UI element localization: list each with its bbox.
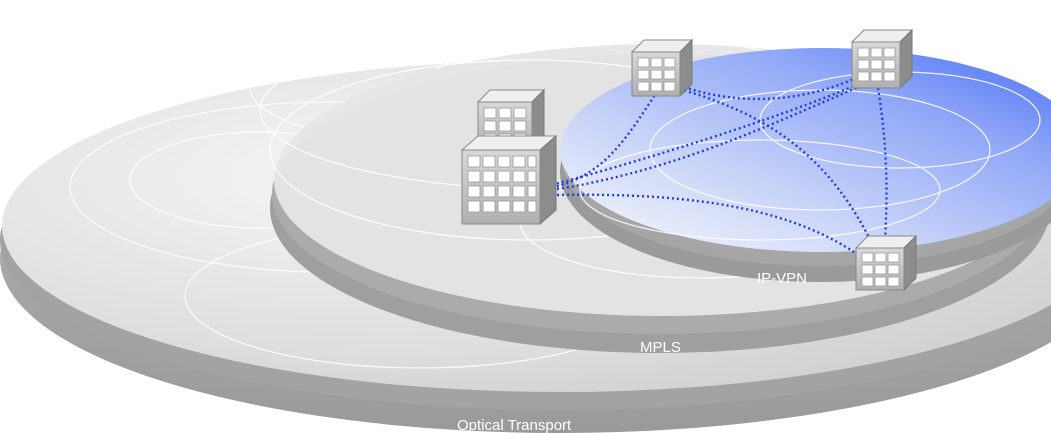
ipvpn-disk-top bbox=[560, 48, 1051, 252]
link-site-b-site-c bbox=[876, 87, 888, 257]
link-hq-site-b-2 bbox=[551, 78, 869, 187]
office-building-icon bbox=[854, 234, 918, 292]
vpn-links bbox=[551, 74, 888, 263]
mpls-label: MPLS bbox=[640, 339, 681, 356]
office-building-icon bbox=[850, 28, 914, 90]
office-building-icon bbox=[630, 38, 694, 98]
link-hq-site-a bbox=[551, 89, 660, 190]
link-site-a-site-c bbox=[664, 83, 880, 257]
link-hq-site-c bbox=[551, 193, 869, 263]
optical-transport-label: Optical Transport bbox=[457, 417, 572, 433]
office-building-icon bbox=[460, 88, 558, 226]
ipvpn-layer: IP-VPN bbox=[560, 48, 1051, 287]
ipvpn-label: IP-VPN bbox=[757, 270, 807, 287]
